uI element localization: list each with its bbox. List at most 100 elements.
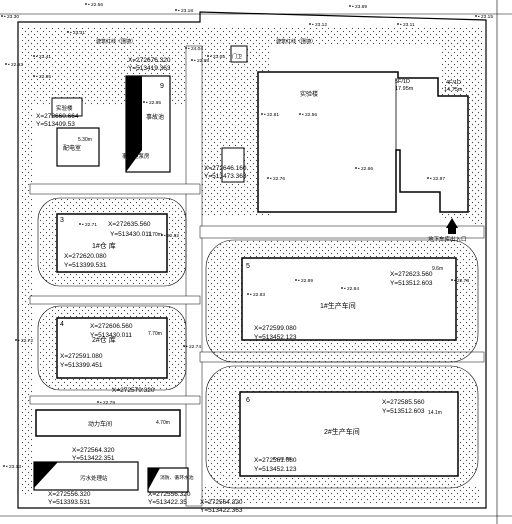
warehouse-2-height: 7.70m [148,331,162,337]
coordinate-label: X=272676.320 [128,57,171,64]
warehouse-1-label: 1#仓 库 [92,241,116,250]
elevation-label: • 23.89 [352,4,367,10]
elevation-label: • 23.05 [210,54,225,60]
accident-pool-label: 事故池 [146,113,164,121]
green-belt-left [22,26,34,496]
gate-building [230,45,248,63]
coordinate-label: X=272606.560 [90,323,133,330]
coordinate-label: X=272599.080 [254,325,297,332]
elevation-point [185,47,187,49]
power-room-label: 配电室 [63,144,81,152]
fire-pool-dark [148,468,160,490]
coordinate-label: X=272660.664 [36,113,79,120]
coordinate-label: Y=513409.53 [36,121,75,128]
redline-label-top: 建筑红线（围墙） [96,38,136,45]
power-workshop-height: 4.70m [156,420,170,426]
coordinate-label: X=272585.560 [382,399,425,406]
elevation-point [161,234,163,236]
elevation-point [341,287,343,289]
coordinate-label: X=272564.320 [72,447,115,454]
road-inner-h2 [199,225,485,239]
elevation-point [273,457,275,459]
elevation-point [355,167,357,169]
coordinate-label: Y=513399.451 [60,362,103,369]
elevation-label: • 23.18 [178,8,193,14]
coordinate-label: Y=513393.531 [48,499,91,506]
bldg-num-3: 3 [60,217,64,224]
elevation-point [475,15,477,17]
elevation-point [5,63,7,65]
elevation-point [33,75,35,77]
coordinate-label: X=272635.560 [108,221,151,228]
elevation-point [451,279,453,281]
coordinate-label: Y=513452.123 [254,466,297,473]
elevation-label: • 22.72 [18,338,33,344]
workshop-1-height: 9.6m [432,266,443,272]
coordinate-label: Y=513430.011 [90,332,132,339]
elevation-label: • 22.83 [250,292,265,298]
elevation-point [175,9,177,11]
power-room-height: 5.30m [78,137,92,143]
elevation-label: • 22.79 [100,400,115,406]
elevation-point [295,279,297,281]
garage-entrance-arrow [446,218,458,228]
site-boundary [17,11,487,509]
power-room [56,127,100,167]
bldg-num-5: 5 [246,263,250,270]
coordinate-label: Y=513512.603 [390,280,433,287]
coordinate-label: X=272579.320 [112,387,155,394]
elevation-label: • 23.41 [36,54,51,60]
elevation-label: • 22.87 [430,176,445,182]
green-belt-top [24,26,482,46]
coordinate-label: Y=513422.35 [148,499,187,506]
elevation-point [207,55,209,57]
left-building-top-label: 实验楼 [56,104,73,112]
coordinate-callouts: X=272676.320Y=513419.363X=272660.664Y=51… [36,57,433,514]
elevation-label: • 22.85 [146,100,161,106]
elevation-label: • 22.84 [344,286,359,292]
elevation-label: • 22.95 [36,74,51,80]
coordinate-label: Y=513452.123 [254,334,297,341]
elevation-label: • 22.56 [88,2,103,8]
elevation-label: • 22.66 [358,166,373,172]
coordinate-label: Y=513473.363 [204,173,247,180]
elevation-label: • 22.69 [276,456,291,462]
elevation-point [33,55,35,57]
left-building-top [51,97,83,117]
elevation-point [397,23,399,25]
elevation-label: • 22.76 [270,176,285,182]
elevation-point [79,223,81,225]
road-inner-h1 [29,183,201,195]
lab-floors-a: 5F/1D [395,79,410,85]
elevation-marks: • 23.30 • 23.31 • 23.41 • 22.56 • 23.18 • 23.… [1,2,493,470]
coordinate-label: X=272556.320 [148,491,191,498]
coordinate-label: Y=513399.531 [64,262,107,269]
bldg-num-6: 6 [246,397,250,404]
workshop-1 [241,257,457,341]
accident-pool-dark [126,76,142,172]
coordinate-label: Y=513422.363 [200,507,243,514]
elevation-label: • 23.12 [312,22,327,28]
elevation-label: • 23.11 [400,22,415,28]
bldg-num-4: 4 [60,321,64,328]
elevation-label: • 23.30 [4,14,19,20]
coordinate-label: Y=513419.363 [128,65,171,72]
coordinate-label: X=272623.560 [390,271,433,278]
gate-label: 门卫 [232,53,242,60]
fire-pool-label: 消防、循环水池 [160,474,194,481]
elevation-label: • 22.71 [82,222,97,228]
elevation-label: • 23.15 [478,14,493,20]
elevation-label: • 23.13 [6,464,21,470]
coordinate-label: X=272561.080 [254,457,297,464]
elevation-label: • 24.04 [188,46,203,52]
lab-height-b: 14.75m [444,87,463,93]
elevation-point [183,345,185,347]
workshop-2-height: 14.1m [428,410,442,416]
road-inner-h5 [29,395,201,405]
power-workshop-label: 动力车间 [88,420,112,428]
coordinate-label: X=272591.080 [60,353,103,360]
coordinate-label: X=272556.320 [48,491,91,498]
elevation-label: • 23.31 [70,30,85,36]
elevation-label: • 22.56 [302,112,317,118]
warehouse-2 [56,317,168,379]
